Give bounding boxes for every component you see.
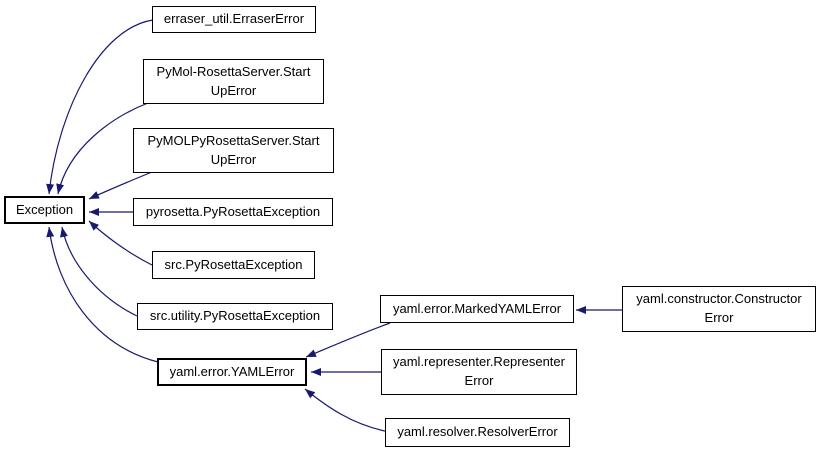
node-label: yaml.constructor.Constructor (636, 291, 802, 307)
inheritance-edges (46, 19, 622, 432)
edge-src.PyRosettaException-to-Exception (88, 220, 153, 266)
node-label: PyMOLPyRosettaServer.Start (147, 132, 320, 148)
node-src-pyrosettaexception[interactable]: src.PyRosettaException (152, 251, 315, 279)
edge-erraser_util.ErraserError-to-Exception (46, 19, 154, 195)
node-yaml-error-markedyamlerror[interactable]: yaml.error.MarkedYAMLError (380, 295, 574, 323)
edge-yaml.error.YAMLError-to-Exception (46, 226, 159, 363)
node-yaml-resolver-resolvererror[interactable]: yaml.resolver.ResolverError (385, 418, 570, 447)
node-exception[interactable]: Exception (4, 196, 85, 224)
edge-PyMol-RosettaServer.StartUpError-to-Exception (56, 102, 149, 195)
node-label-line2: Error (704, 310, 734, 325)
node-label: yaml.error.MarkedYAMLError (392, 300, 562, 316)
node-label: yaml.error.YAMLError (169, 363, 295, 379)
node-label: PyMol-RosettaServer.Start (156, 63, 311, 79)
edge-PyMOLPyRosettaServer.StartUpError-to-Exception (88, 171, 153, 200)
node-pyrosetta-pyrosettaexception[interactable]: pyrosetta.PyRosettaException (133, 198, 333, 226)
node-label-line2: Error (464, 373, 494, 388)
edge-src.utility.PyRosettaException-to-Exception (60, 226, 138, 317)
node-label: src.PyRosettaException (164, 256, 303, 272)
node-label: src.utility.PyRosettaException (149, 308, 321, 324)
node-label: yaml.representer.Representer (393, 354, 565, 370)
node-label: pyrosetta.PyRosettaException (145, 203, 321, 219)
node-label-line2: UpError (210, 151, 257, 167)
node-label: Exception (15, 201, 74, 217)
edge-yaml.resolver.ResolverError-to-yaml.error.YAMLError (304, 388, 386, 432)
node-label: yaml.resolver.ResolverError (397, 424, 558, 440)
node-label: erraser_util.ErraserError (163, 11, 305, 27)
node-erraser-util-erraser-error[interactable]: erraser_util.ErraserError (152, 6, 316, 33)
node-yaml-error-yamlerror[interactable]: yaml.error.YAMLError (157, 358, 307, 386)
edge-yaml.error.MarkedYAMLError-to-yaml.error.YAMLError (305, 322, 391, 358)
node-src-utility-pyrosettaexception[interactable]: src.utility.PyRosettaException (137, 303, 333, 330)
node-label-line2: UpError (210, 82, 257, 98)
